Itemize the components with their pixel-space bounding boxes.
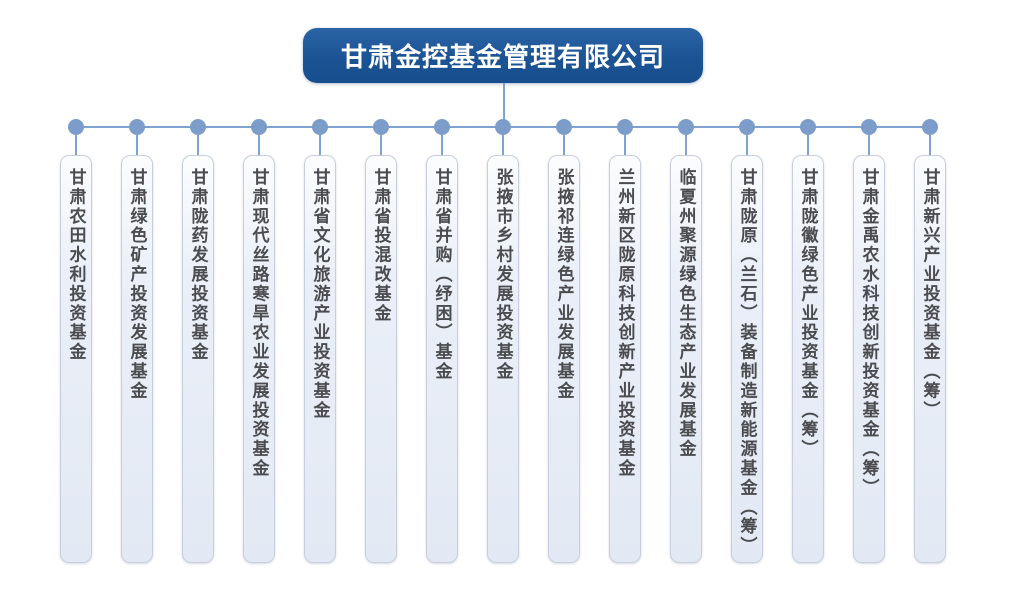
fund-name: 张掖祁连绿色产业发展基金 [554, 168, 574, 401]
fund-column: 甘肃省投混改基金 [365, 119, 397, 563]
fund-column: 甘肃金禹农水科技创新投资基金（筹） [853, 119, 885, 563]
connector-stub [502, 135, 504, 155]
fund-column: 甘肃农田水利投资基金 [60, 119, 92, 563]
fund-node: 临夏州聚源绿色生态产业发展基金 [670, 155, 702, 563]
connector-dot [373, 119, 389, 135]
connector-stub [380, 135, 382, 155]
fund-node: 张掖祁连绿色产业发展基金 [548, 155, 580, 563]
fund-name: 甘肃现代丝路寒旱农业发展投资基金 [249, 168, 269, 479]
connector-dot [68, 119, 84, 135]
fund-name: 甘肃省文化旅游产业投资基金 [310, 168, 330, 421]
fund-name: 临夏州聚源绿色生态产业发展基金 [676, 168, 696, 459]
fund-node: 兰州新区陇原科技创新产业投资基金 [609, 155, 641, 563]
fund-name: 甘肃农田水利投资基金 [66, 168, 86, 362]
fund-node: 甘肃陇徽绿色产业投资基金（筹） [792, 155, 824, 563]
fund-columns: 甘肃农田水利投资基金 甘肃绿色矿产投资发展基金 甘肃陇药发展投资基金 甘肃现代丝… [60, 119, 946, 563]
fund-node: 甘肃省投混改基金 [365, 155, 397, 563]
fund-column: 甘肃省并购（纾困）基金 [426, 119, 458, 563]
connector-stub [258, 135, 260, 155]
fund-name: 甘肃陇徽绿色产业投资基金（筹） [798, 168, 818, 459]
fund-name: 甘肃新兴产业投资基金（筹） [920, 168, 940, 421]
connector-dot [251, 119, 267, 135]
fund-node: 甘肃绿色矿产投资发展基金 [121, 155, 153, 563]
fund-node: 甘肃省文化旅游产业投资基金 [304, 155, 336, 563]
connector-stub [929, 135, 931, 155]
connector-dot [434, 119, 450, 135]
connector-dot [556, 119, 572, 135]
connector-stub [136, 135, 138, 155]
connector-stub [75, 135, 77, 155]
connector-dot [800, 119, 816, 135]
root-node: 甘肃金控基金管理有限公司 [303, 28, 703, 83]
fund-name: 甘肃省并购（纾困）基金 [432, 168, 452, 382]
connector-dot [922, 119, 938, 135]
connector-stub [624, 135, 626, 155]
connector-dot [678, 119, 694, 135]
fund-column: 甘肃省文化旅游产业投资基金 [304, 119, 336, 563]
fund-node: 甘肃新兴产业投资基金（筹） [914, 155, 946, 563]
connector-dot [190, 119, 206, 135]
fund-node: 甘肃金禹农水科技创新投资基金（筹） [853, 155, 885, 563]
connector-stub [746, 135, 748, 155]
fund-node: 甘肃省并购（纾困）基金 [426, 155, 458, 563]
root-title: 甘肃金控基金管理有限公司 [340, 42, 665, 72]
fund-node: 甘肃陇药发展投资基金 [182, 155, 214, 563]
connector-root-drop [503, 83, 505, 127]
connector-stub [319, 135, 321, 155]
fund-node: 甘肃农田水利投资基金 [60, 155, 92, 563]
fund-name: 甘肃陇药发展投资基金 [188, 168, 208, 362]
connector-dot [495, 119, 511, 135]
fund-name: 张掖市乡村发展投资基金 [493, 168, 513, 382]
connector-dot [739, 119, 755, 135]
connector-dot [617, 119, 633, 135]
fund-column: 甘肃绿色矿产投资发展基金 [121, 119, 153, 563]
connector-stub [807, 135, 809, 155]
fund-column: 甘肃现代丝路寒旱农业发展投资基金 [243, 119, 275, 563]
fund-column: 甘肃陇原（兰石）装备制造新能源基金（筹） [731, 119, 763, 563]
connector-stub [441, 135, 443, 155]
connector-stub [685, 135, 687, 155]
fund-column: 临夏州聚源绿色生态产业发展基金 [670, 119, 702, 563]
fund-column: 张掖祁连绿色产业发展基金 [548, 119, 580, 563]
fund-name: 甘肃金禹农水科技创新投资基金（筹） [859, 168, 879, 498]
connector-stub [197, 135, 199, 155]
fund-column: 兰州新区陇原科技创新产业投资基金 [609, 119, 641, 563]
connector-dot [129, 119, 145, 135]
fund-column: 甘肃新兴产业投资基金（筹） [914, 119, 946, 563]
fund-name: 甘肃省投混改基金 [371, 168, 391, 324]
connector-dot [861, 119, 877, 135]
fund-column: 张掖市乡村发展投资基金 [487, 119, 519, 563]
fund-column: 甘肃陇徽绿色产业投资基金（筹） [792, 119, 824, 563]
fund-name: 兰州新区陇原科技创新产业投资基金 [615, 168, 635, 479]
connector-dot [312, 119, 328, 135]
fund-name: 甘肃绿色矿产投资发展基金 [127, 168, 147, 401]
connector-stub [563, 135, 565, 155]
fund-name: 甘肃陇原（兰石）装备制造新能源基金（筹） [737, 168, 757, 556]
connector-stub [868, 135, 870, 155]
fund-node: 甘肃陇原（兰石）装备制造新能源基金（筹） [731, 155, 763, 563]
fund-node: 张掖市乡村发展投资基金 [487, 155, 519, 563]
fund-node: 甘肃现代丝路寒旱农业发展投资基金 [243, 155, 275, 563]
fund-column: 甘肃陇药发展投资基金 [182, 119, 214, 563]
